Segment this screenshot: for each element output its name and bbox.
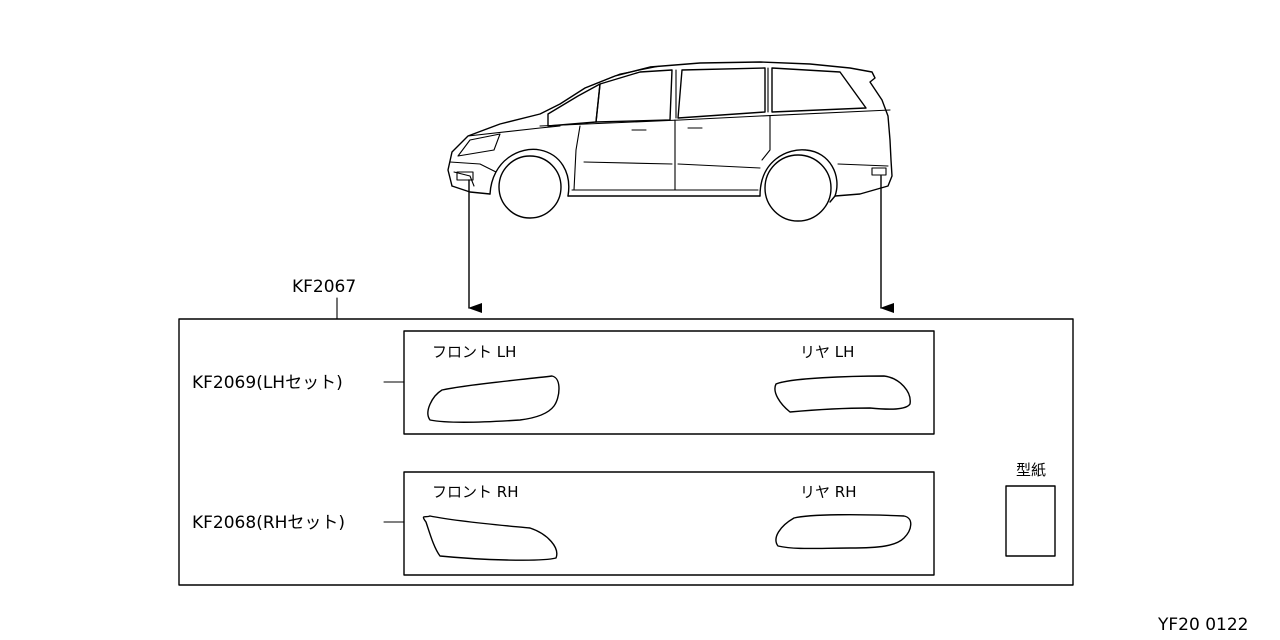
car-body-outline xyxy=(447,61,893,203)
rh-set-box xyxy=(403,471,935,576)
lh-set-box xyxy=(403,330,935,435)
rear-lh-label: リヤ LH xyxy=(800,343,854,361)
car-front-bumper xyxy=(451,185,491,195)
front-wheel-arch xyxy=(489,148,570,197)
rear-rh-garnish-shape xyxy=(775,514,912,550)
rh-set-label: KF2068(RHセット) xyxy=(192,513,345,533)
front-door-line xyxy=(573,125,581,191)
sliding-door-rear-line xyxy=(761,115,771,161)
template-sheet: 型紙 xyxy=(1005,461,1056,557)
front-rh-garnish-shape xyxy=(422,515,558,561)
template-label: 型紙 xyxy=(1016,461,1046,479)
front-side-window xyxy=(547,83,601,127)
headlight xyxy=(457,133,501,157)
rear-rh-label: リヤ RH xyxy=(800,483,856,501)
template-sheet-box xyxy=(1005,485,1056,557)
lh-set: KF2069(LHセット) フロント LH リヤ LH xyxy=(192,330,935,435)
kit-part-number: KF2067 xyxy=(292,277,356,297)
front-lh-label: フロント LH xyxy=(432,343,516,361)
front-garnish-location xyxy=(456,171,474,181)
rear-garnish-location xyxy=(871,167,887,176)
front-door-window xyxy=(595,69,673,123)
rear-wheel xyxy=(764,154,832,222)
rear-wheel-arch xyxy=(759,149,838,197)
front-rh-label: フロント RH xyxy=(432,483,518,501)
lh-set-label: KF2069(LHセット) xyxy=(192,373,343,393)
kit-outer-box xyxy=(178,318,1074,586)
front-lh-garnish-shape xyxy=(427,375,560,424)
rear-quarter-window xyxy=(771,67,867,113)
rh-set: KF2068(RHセット) フロント RH リヤ RH xyxy=(192,471,935,576)
sliding-door-window xyxy=(677,67,766,119)
rear-lh-garnish-shape xyxy=(774,375,911,413)
front-wheel xyxy=(498,155,562,219)
minivan-side-view xyxy=(447,61,893,222)
diagram-code: YF20 0122 xyxy=(1157,615,1248,635)
